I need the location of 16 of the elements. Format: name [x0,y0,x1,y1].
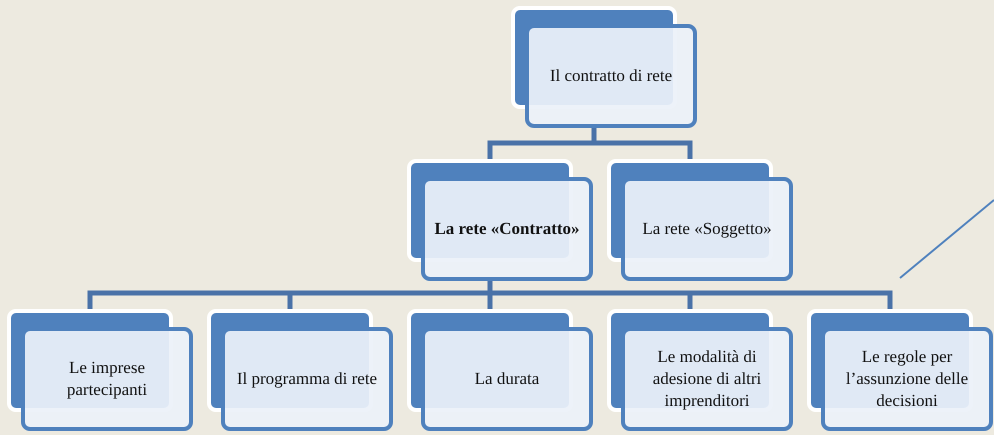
box-label: Le regole per l’assunzione delle decisioni [844,346,970,412]
org-chart-box [207,309,393,431]
org-chart-box [511,6,697,128]
box-label: La durata [474,368,540,390]
box-label: Il programma di rete [236,368,378,390]
box-label: La rete «Contratto» [433,218,581,240]
box-label: Le imprese partecipanti [66,357,148,401]
box-label: Le modalità di adesione di altri imprenditori [652,346,762,412]
org-chart-box [407,309,593,431]
org-chart-box [407,159,593,281]
org-chart-box [607,309,793,431]
org-chart-box [7,309,193,431]
org-chart-box [607,159,793,281]
box-label: Il contratto di rete [548,65,674,87]
box-label: La rete «Soggetto» [641,218,773,240]
org-chart-box [807,309,993,431]
